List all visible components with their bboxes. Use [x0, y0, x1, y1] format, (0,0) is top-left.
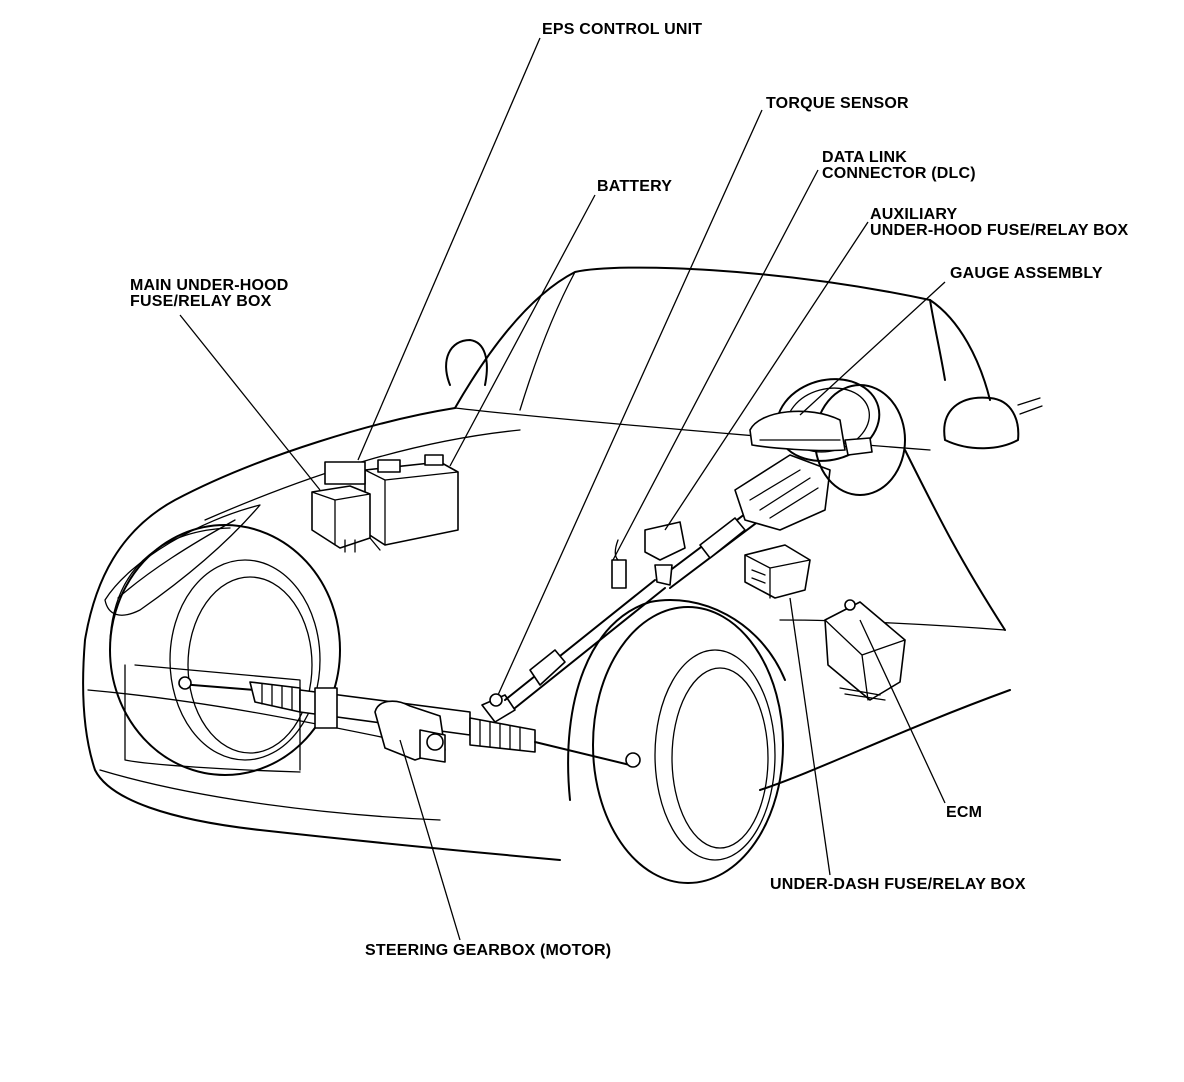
under-dash-fuse-box-part [744, 544, 811, 599]
car-body [82, 266, 1043, 861]
gauge-assembly-label: GAUGE ASSEMBLY [950, 265, 1103, 282]
eps-control-unit-label: EPS CONTROL UNIT [542, 21, 703, 38]
ecm-label: ECM [946, 804, 983, 821]
leader-lines [179, 37, 946, 941]
front-left-wheel [109, 524, 341, 776]
main-fuse-box-label: MAIN UNDER-HOOD FUSE/RELAY BOX [130, 277, 289, 310]
torque-sensor-label: TORQUE SENSOR [766, 95, 909, 112]
under-dash-fuse-box-label: UNDER-DASH FUSE/RELAY BOX [770, 876, 1026, 893]
steering-column [504, 454, 831, 709]
steering-wheel-and-gauges [749, 378, 906, 496]
auxiliary-fuse-box-label: AUXILIARY UNDER-HOOD FUSE/RELAY BOX [870, 206, 1129, 239]
steering-gearbox-label: STEERING GEARBOX (MOTOR) [365, 942, 612, 959]
front-right-wheel [567, 599, 786, 884]
data-link-connector-label: DATA LINK CONNECTOR (DLC) [822, 149, 976, 182]
battery-label: BATTERY [597, 178, 673, 195]
ecm-part [824, 599, 906, 701]
steering-rack [178, 676, 641, 768]
battery-and-fuse-box [311, 454, 459, 553]
